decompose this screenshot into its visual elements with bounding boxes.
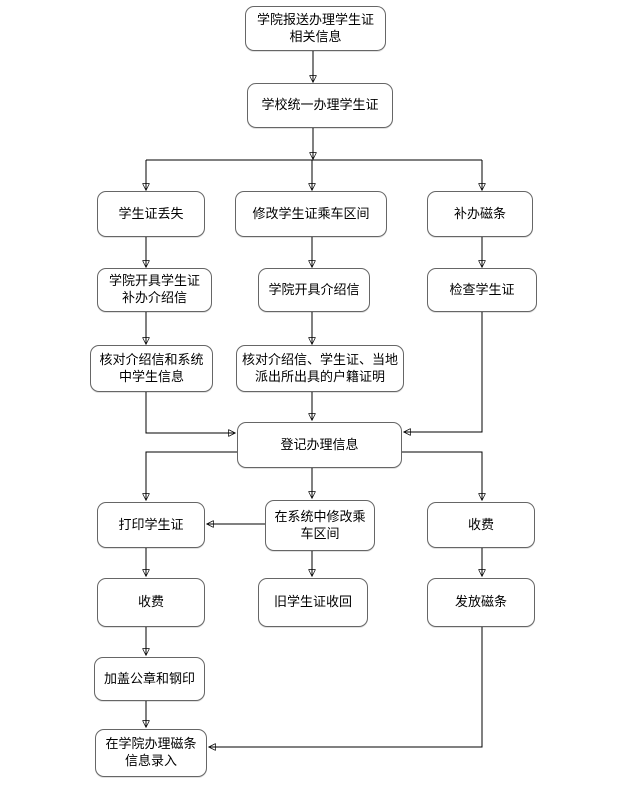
edge-register-to-fee-right xyxy=(402,451,482,500)
node-modify-interval: 修改学生证乘车区间 xyxy=(235,191,387,237)
node-fee-right: 收费 xyxy=(427,502,535,548)
node-verify-letter-system: 核对介绍信和系统 中学生信息 xyxy=(90,345,213,392)
node-issue-magstripe: 发放磁条 xyxy=(427,578,535,627)
node-college-letter-reissue: 学院开具学生证 补办介绍信 xyxy=(97,268,212,312)
node-check-card: 检查学生证 xyxy=(427,268,537,312)
node-stamp-seal: 加盖公章和钢印 xyxy=(94,657,205,701)
node-fee-left: 收费 xyxy=(97,578,205,627)
node-college-magstripe-entry: 在学院办理磁条 信息录入 xyxy=(95,729,207,777)
node-school-process: 学校统一办理学生证 xyxy=(247,83,393,128)
node-old-card-recall: 旧学生证收回 xyxy=(258,578,368,627)
node-college-letter: 学院开具介绍信 xyxy=(258,268,370,312)
node-reissue-magstripe: 补办磁条 xyxy=(427,191,533,237)
edge-verify-left-to-register xyxy=(145,392,235,433)
node-card-lost: 学生证丢失 xyxy=(97,191,205,237)
node-verify-letter-card-hukou: 核对介绍信、学生证、当地 派出所出具的户籍证明 xyxy=(236,345,404,392)
node-report-info: 学院报送办理学生证 相关信息 xyxy=(245,6,386,51)
node-modify-in-system: 在系统中修改乘 车区间 xyxy=(265,500,375,551)
edge-issue-magstripe-to-magstripe-entry xyxy=(209,627,483,747)
edge-register-to-print-card xyxy=(146,451,237,500)
node-register-info: 登记办理信息 xyxy=(237,422,402,468)
edge-check-card-to-register xyxy=(404,312,483,432)
node-print-card: 打印学生证 xyxy=(97,502,205,548)
